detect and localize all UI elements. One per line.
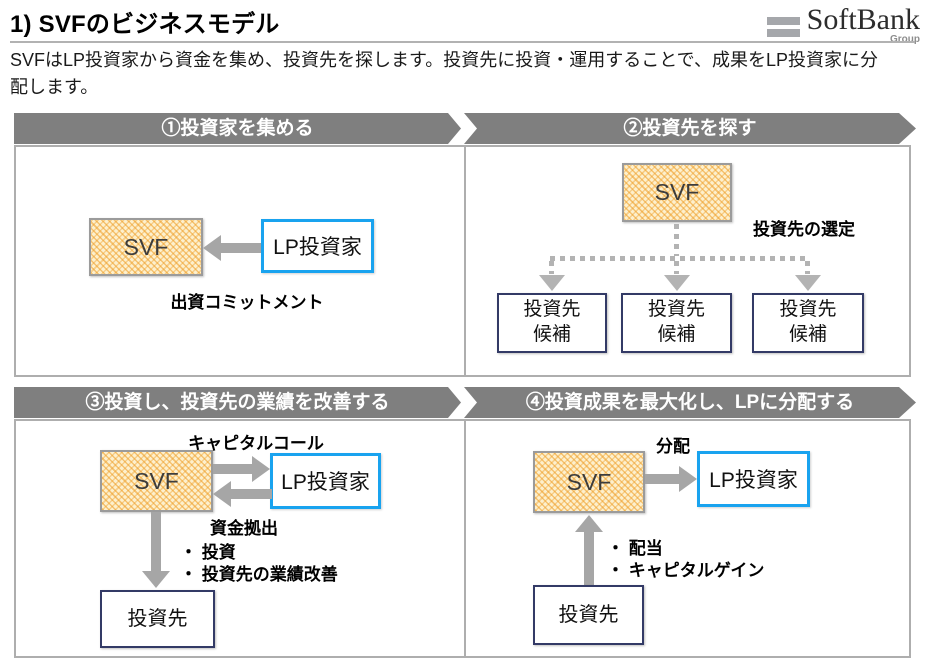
candidate-box-3: 投資先 候補 (752, 293, 864, 353)
lp-investor-box: LP投資家 (270, 453, 381, 509)
intro-text: SVFはLP投資家から資金を集め、投資先を探します。投資先に投資・運用することで… (10, 47, 924, 101)
arrow-svf-to-lp-head (679, 466, 697, 492)
arrow-svf-to-lp-shaft (213, 464, 253, 474)
step-band-3: ③投資し、投資先の業績を改善する (14, 387, 461, 418)
dashed-stub-left (549, 261, 554, 274)
candidate-line-1: 投資先 (779, 299, 837, 321)
candidate-box-1: 投資先 候補 (497, 293, 607, 353)
target-box: 投資先 (100, 590, 215, 648)
arrow-target-to-svf-head (575, 515, 603, 532)
svf-box: SVF (100, 450, 213, 512)
arrow-target-to-svf-shaft (584, 531, 594, 586)
intro-line-2: 配します。 (10, 77, 99, 97)
arrow-svf-to-target-head (142, 571, 170, 588)
bottom-quadrants-frame: キャピタルコール SVF LP投資家 資金拠出 ・ 投資 ・ 投資先の業績改善 … (14, 419, 911, 658)
panel-maximize-distribute: 分配 SVF LP投資家 ・ 配当 ・ キャピタルゲイン 投資先 (466, 421, 909, 656)
candidate-line-2: 候補 (788, 324, 827, 345)
svf-box: SVF (622, 163, 732, 222)
lp-investor-box: LP投資家 (261, 219, 374, 273)
candidate-line-1: 投資先 (647, 299, 705, 321)
logo-sub-text: Group (890, 34, 920, 45)
softbank-bars-icon (766, 17, 800, 37)
vertical-divider-top (464, 147, 466, 375)
dashed-stub-right (805, 261, 810, 274)
svf-box: SVF (533, 451, 645, 513)
improve-bullet: ・ 投資先の業績改善 (180, 565, 338, 584)
step-band-4: ④投資成果を最大化し、LPに分配する (464, 387, 916, 418)
title-divider (10, 41, 915, 43)
softbank-bar-top (766, 17, 800, 25)
capital-gain-bullet: ・ キャピタルゲイン (607, 561, 765, 580)
panel-search-targets: SVF 投資先の選定 投資先 候補 投資先 候補 投資先 候補 (466, 147, 909, 375)
softbank-group-logo: SoftBank Group (766, 3, 920, 45)
arrow-lp-to-svf-head (203, 235, 221, 261)
step-band-2: ②投資先を探す (464, 113, 916, 144)
distribution-label: 分配 (656, 437, 690, 456)
dashed-arrowhead-right (795, 275, 821, 291)
arrow-lp-to-svf-shaft (230, 489, 272, 499)
svf-box: SVF (89, 218, 203, 276)
panel-gather-investors: SVF LP投資家 出資コミットメント (16, 147, 464, 375)
softbank-bar-bottom (766, 29, 800, 37)
candidate-box-2: 投資先 候補 (621, 293, 732, 353)
dashed-line-svf-down (674, 224, 679, 256)
commitment-label: 出資コミットメント (170, 293, 324, 312)
dashed-line-horizontal (550, 256, 810, 261)
logo-text: SoftBank Group (806, 3, 920, 45)
lp-investor-box: LP投資家 (697, 451, 810, 507)
panel-invest-improve: キャピタルコール SVF LP投資家 資金拠出 ・ 投資 ・ 投資先の業績改善 … (16, 421, 464, 656)
vertical-divider-bottom (464, 421, 466, 656)
invest-bullet: ・ 投資 (180, 543, 236, 562)
step-band-1: ①投資家を集める (14, 113, 461, 144)
candidate-line-2: 候補 (657, 324, 696, 345)
dashed-stub-center (674, 261, 679, 274)
dashed-arrowhead-center (664, 275, 690, 291)
arrow-svf-to-lp-head (252, 456, 270, 482)
capital-call-label: キャピタルコール (188, 434, 324, 453)
target-box: 投資先 (533, 585, 644, 645)
selection-label: 投資先の選定 (753, 220, 855, 239)
dividend-bullet: ・ 配当 (607, 539, 663, 558)
arrow-lp-to-svf-shaft (220, 243, 261, 253)
arrow-svf-to-lp-shaft (645, 474, 680, 484)
arrow-lp-to-svf-head (213, 481, 231, 507)
candidate-line-1: 投資先 (523, 299, 581, 321)
intro-line-1: SVFはLP投資家から資金を集め、投資先を探します。投資先に投資・運用することで… (10, 50, 878, 70)
top-quadrants-frame: SVF LP投資家 出資コミットメント SVF 投資先の選定 投資先 候補 投資… (14, 145, 911, 377)
contribution-label: 資金拠出 (210, 519, 278, 538)
dashed-arrowhead-left (539, 275, 565, 291)
page-title: 1) SVFのビジネスモデル (10, 11, 280, 38)
candidate-line-2: 候補 (532, 324, 571, 345)
logo-brand-text: SoftBank (806, 3, 920, 36)
arrow-svf-to-target-shaft (151, 512, 161, 572)
